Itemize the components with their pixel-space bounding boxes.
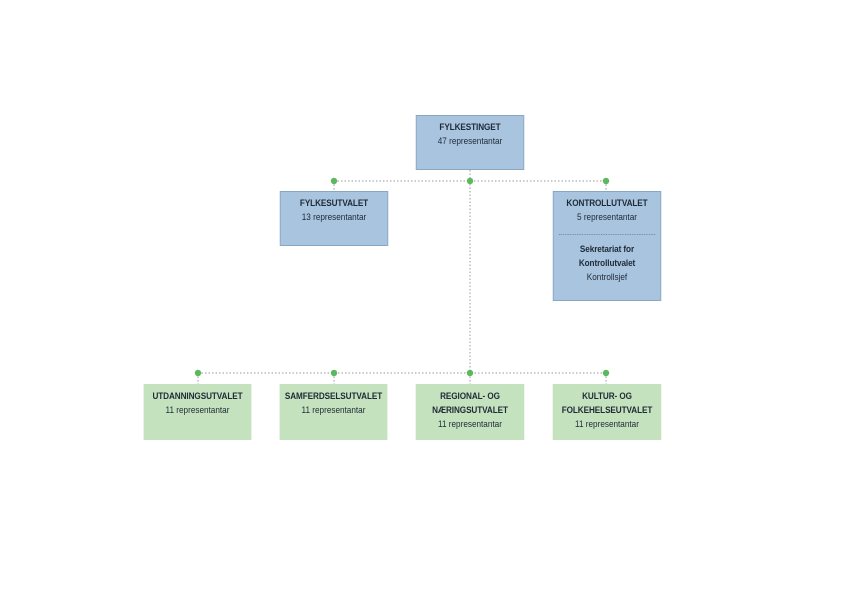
secretariat-line-3: Kontrollsjef [586, 272, 628, 283]
kontrollutvalet-title: KONTROLLUTVALET [566, 198, 648, 209]
fylkestinget-box: FYLKESTINGET 47 representantar [415, 115, 525, 170]
kontrollutvalet-divider [558, 234, 656, 235]
node-dot [330, 177, 338, 185]
committee-title: SAMFERDSELSUTVALET [284, 391, 383, 402]
node-dot [466, 177, 474, 185]
committee-title: REGIONAL- OG [440, 391, 500, 402]
fylkesutvalet-box: FYLKESUTVALET 13 representantar [279, 191, 389, 246]
committee-title: KULTUR- OG [582, 391, 632, 402]
kontrollutvalet-box: KONTROLLUTVALET 5 representantar Sekreta… [552, 191, 662, 301]
committee-count: 11 representantar [575, 419, 639, 430]
committee-count: 11 representantar [301, 405, 366, 416]
node-dot [330, 369, 338, 377]
fylkestinget-count: 47 representantar [437, 136, 503, 147]
kontrollutvalet-count: 5 representantar [577, 212, 637, 223]
fylkesutvalet-count: 13 representantar [301, 212, 367, 223]
fylkestinget-title: FYLKESTINGET [439, 122, 501, 133]
node-dot [602, 369, 610, 377]
committee-kultur-box: KULTUR- OG FOLKEHELSEUTVALET 11 represen… [552, 384, 662, 440]
fylkesutvalet-title: FYLKESUTVALET [299, 198, 369, 209]
node-dot [194, 369, 202, 377]
committee-title: UTDANNINGSUTVALET [152, 391, 243, 402]
committee-title-line-2: FOLKEHELSEUTVALET [561, 405, 653, 416]
secretariat-line-1: Sekretariat for [579, 244, 635, 255]
committee-title-line-2: NÆRINGSUTVALET [432, 405, 508, 416]
committee-samferdsel-box: SAMFERDSELSUTVALET 11 representantar [279, 384, 388, 440]
committee-utdanning-box: UTDANNINGSUTVALET 11 representantar [143, 384, 252, 440]
committee-count: 11 representantar [438, 419, 502, 430]
secretariat-line-2: Kontrollutvalet [578, 258, 636, 269]
node-dot [602, 177, 610, 185]
committee-count: 11 representantar [165, 405, 230, 416]
committee-regional-box: REGIONAL- OG NÆRINGSUTVALET 11 represent… [415, 384, 525, 440]
node-dot [466, 369, 474, 377]
